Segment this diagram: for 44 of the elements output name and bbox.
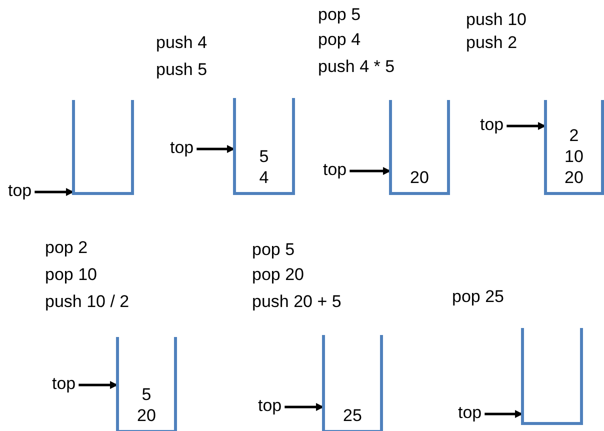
operation-label: push 4 * 5 xyxy=(318,57,395,77)
stack-container xyxy=(72,100,134,195)
pointer-label: top xyxy=(8,181,32,201)
arrow xyxy=(350,167,391,175)
stack-container xyxy=(233,98,295,195)
operation-label: push 2 xyxy=(466,33,518,53)
operation-label: pop 5 xyxy=(252,240,295,260)
stack-container xyxy=(116,337,177,431)
operation-label: push 10 xyxy=(466,10,526,30)
stack-value: 5 xyxy=(259,146,269,167)
arrow xyxy=(484,410,523,418)
stack-container xyxy=(521,328,583,425)
stack-value: 10 xyxy=(564,146,584,167)
stack-value: 25 xyxy=(343,405,362,426)
arrow xyxy=(196,145,235,153)
pointer-label: top xyxy=(52,374,76,394)
operation-label: pop 10 xyxy=(45,265,97,285)
arrow xyxy=(284,403,324,411)
pointer-label: top xyxy=(323,160,347,180)
stack-value: 20 xyxy=(410,167,429,188)
pointer-label: top xyxy=(480,115,504,135)
operation-label: pop 2 xyxy=(45,238,88,258)
stack-value: 20 xyxy=(564,167,584,188)
operation-label: push 5 xyxy=(156,60,208,80)
pointer-label: top xyxy=(170,138,194,158)
operation-label: push 10 / 2 xyxy=(45,292,130,312)
stack-container xyxy=(544,100,604,195)
pointer-label: top xyxy=(458,403,482,423)
stack-value: 2 xyxy=(569,125,579,146)
stack-value: 20 xyxy=(137,405,156,426)
stack-container xyxy=(322,335,383,431)
stack-container xyxy=(389,100,450,195)
pointer-label: top xyxy=(258,396,282,416)
stack-value: 4 xyxy=(259,167,269,188)
operation-label: pop 5 xyxy=(318,5,361,25)
operation-label: pop 20 xyxy=(252,265,304,285)
operation-label: pop 4 xyxy=(318,30,361,50)
stack-value: 5 xyxy=(142,384,152,405)
arrow xyxy=(78,381,118,389)
arrow xyxy=(506,122,546,130)
arrow xyxy=(34,188,74,196)
operation-label: pop 25 xyxy=(452,287,504,307)
operation-label: push 4 xyxy=(156,33,208,53)
operation-label: push 20 + 5 xyxy=(252,292,342,312)
